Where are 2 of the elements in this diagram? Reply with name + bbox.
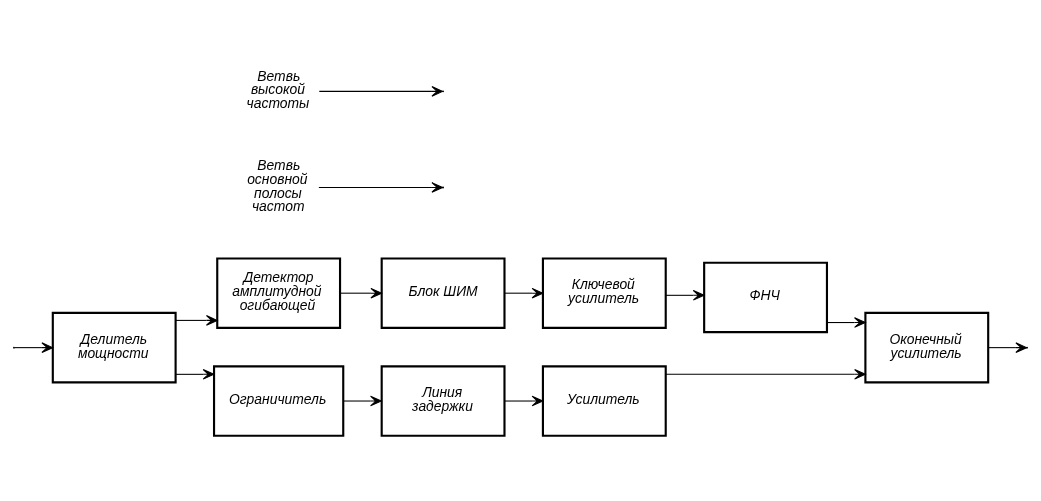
- node-text: Ветвь основной полосы частот: [247, 156, 308, 214]
- node-text: Ветвь высокой частоты: [246, 67, 310, 111]
